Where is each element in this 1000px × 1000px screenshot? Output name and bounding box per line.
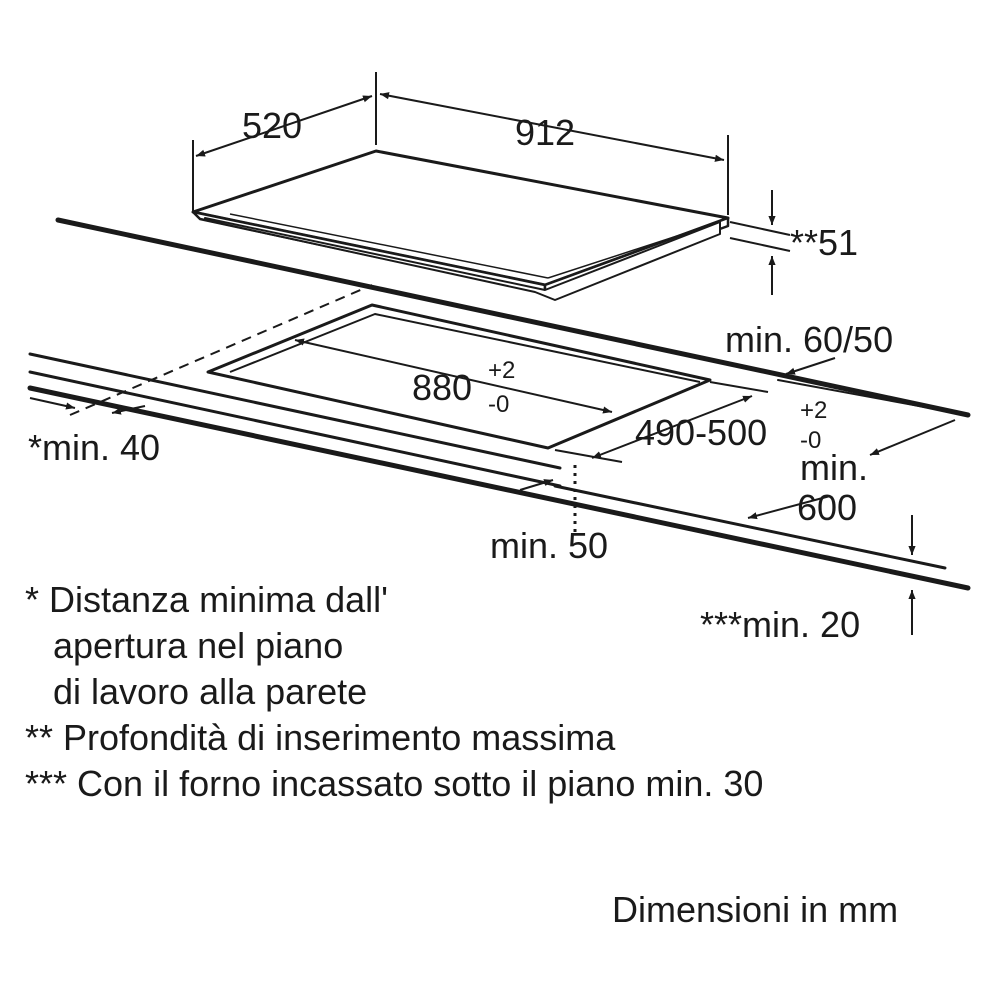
dim-60-50-arrow bbox=[785, 357, 836, 375]
note-1-line-3: di lavoro alla parete bbox=[53, 671, 368, 712]
worktop bbox=[27, 217, 971, 591]
dim-490-500-line bbox=[591, 395, 753, 459]
label-min-20: ***min. 20 bbox=[700, 604, 860, 645]
dimension-labels: 520 912 **51 min. 60/50 880 +2 -0 490-50… bbox=[28, 105, 893, 645]
label-min-50: min. 50 bbox=[490, 525, 608, 566]
units-label: Dimensioni in mm bbox=[612, 889, 899, 930]
worktop-back-edge bbox=[55, 217, 971, 418]
label-51: **51 bbox=[790, 222, 858, 263]
label-490-500-tol-minus: -0 bbox=[800, 427, 821, 454]
worktop-bottom-front-edge bbox=[28, 370, 562, 488]
cutout-outline bbox=[206, 303, 712, 450]
dim-912-line bbox=[379, 92, 725, 162]
label-490-500-tol-plus: +2 bbox=[800, 397, 827, 424]
dim-40-arrow-left bbox=[29, 397, 76, 410]
note-1-line-1: * Distanza minima dall' bbox=[25, 579, 389, 620]
label-880-tol-plus: +2 bbox=[488, 357, 515, 384]
label-520: 520 bbox=[242, 105, 302, 146]
worktop-front-underside bbox=[27, 385, 971, 591]
dim-600-arrow bbox=[747, 495, 831, 520]
dim-40-arrow-right bbox=[111, 405, 146, 415]
hob-body bbox=[204, 217, 721, 301]
note-2: ** Profondità di inserimento massima bbox=[25, 717, 616, 758]
hob bbox=[191, 149, 730, 301]
hob-inner-line-side bbox=[547, 221, 721, 279]
worktop-right-top bbox=[553, 484, 947, 570]
label-880-tol-minus: -0 bbox=[488, 391, 509, 418]
label-880: 880 bbox=[412, 367, 472, 408]
dimension-lines bbox=[29, 72, 956, 635]
dim-50-arrow bbox=[519, 479, 554, 491]
worktop-side-rear bbox=[777, 379, 969, 416]
label-912: 912 bbox=[515, 112, 575, 153]
label-min-60-50: min. 60/50 bbox=[725, 319, 893, 360]
dim-600-line bbox=[869, 419, 956, 456]
hob-inner-line bbox=[229, 213, 549, 279]
wall-reference-dashed bbox=[69, 284, 373, 416]
label-min-40: *min. 40 bbox=[28, 427, 160, 468]
label-490-500: 490-500 bbox=[635, 412, 767, 453]
dim-880-line bbox=[294, 338, 613, 414]
dim-520-line bbox=[195, 95, 373, 157]
label-min-600-b: 600 bbox=[797, 487, 857, 528]
note-3: *** Con il forno incassato sotto il pian… bbox=[25, 763, 764, 804]
note-1-line-2: apertura nel piano bbox=[53, 625, 344, 666]
label-min-600-a: min. bbox=[800, 447, 868, 488]
